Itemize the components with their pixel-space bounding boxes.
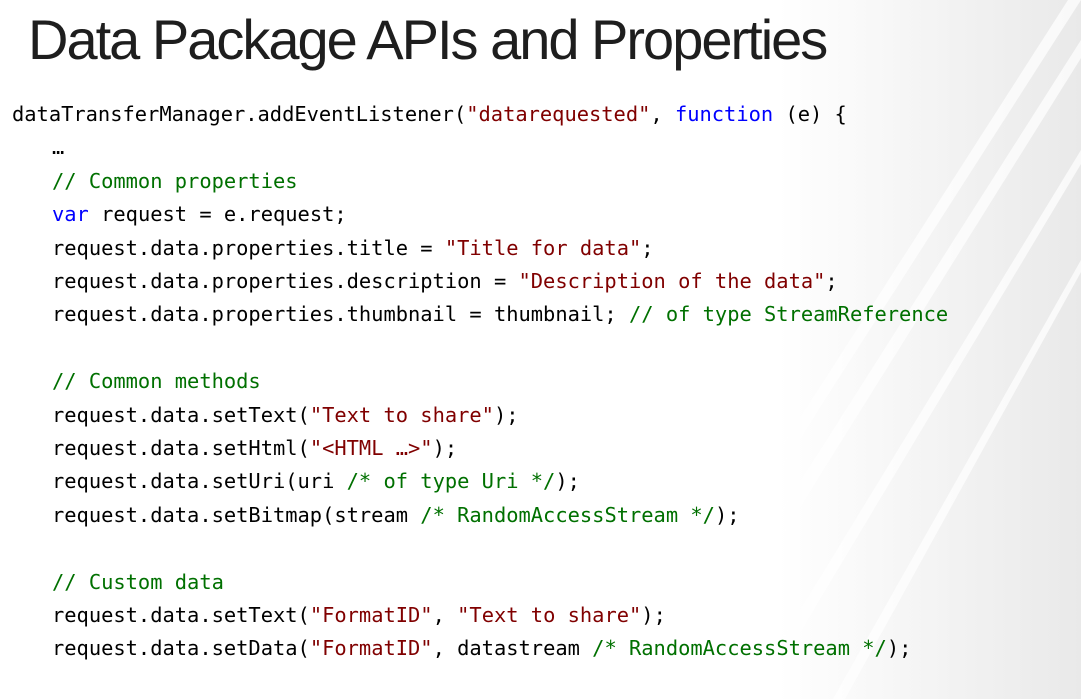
code-token-plain: , <box>650 102 675 126</box>
code-token-plain: request.data.setBitmap(stream <box>52 502 421 527</box>
code-token-str: "<HTML …>" <box>309 436 433 460</box>
code-token-cmt: /* RandomAccessStream */ <box>592 636 887 661</box>
code-token-plain: request.data.setData( <box>52 636 310 661</box>
code-line: request.data.properties.description = "D… <box>12 265 838 298</box>
code-token-kw: function <box>674 102 774 126</box>
code-token-cmt: // Common methods <box>52 369 261 394</box>
code-line: … <box>12 131 64 164</box>
code-token-plain: ); <box>641 603 666 627</box>
code-token-plain: ); <box>555 469 580 494</box>
code-token-plain: request.data.setText( <box>52 603 310 627</box>
code-line: request.data.properties.title = "Title f… <box>12 232 654 265</box>
code-token-str: "Title for data" <box>444 235 642 260</box>
code-line: request.data.setText("Text to share"); <box>12 399 519 432</box>
code-token-cmt: /* of type Uri */ <box>346 469 556 494</box>
code-token-plain: ); <box>714 502 740 527</box>
code-line: // Custom data <box>12 566 224 599</box>
code-token-plain: request.data.properties.thumbnail = thum… <box>52 302 629 327</box>
code-line: request.data.setData("FormatID", datastr… <box>12 632 911 665</box>
code-line <box>12 332 52 365</box>
code-line: request.data.setUri(uri /* of type Uri *… <box>12 465 580 498</box>
code-line: // Common methods <box>12 365 261 398</box>
code-token-plain: ); <box>432 436 458 460</box>
code-token-plain: request.data.properties.title = <box>52 235 445 260</box>
code-token-plain: , datastream <box>432 636 593 661</box>
code-line: // Common properties <box>12 165 298 198</box>
decorative-stripes <box>620 0 1081 699</box>
code-token-plain: request.data.setText( <box>52 402 310 427</box>
code-token-str: "Description of the data" <box>518 269 826 293</box>
code-line <box>12 532 52 565</box>
code-token-plain: request.data.setUri(uri <box>52 469 347 494</box>
code-token-cmt: // Custom data <box>52 569 224 594</box>
code-token-plain: (e) { <box>773 102 847 126</box>
code-token-plain: request.data.properties.description = <box>52 269 519 293</box>
code-token-cmt: // Common properties <box>52 168 298 193</box>
code-token-plain: , <box>432 603 458 627</box>
code-line: request.data.setBitmap(stream /* RandomA… <box>12 499 740 532</box>
code-token-str: "Text to share" <box>309 402 494 427</box>
code-token-plain: ); <box>886 636 912 661</box>
code-token-plain: … <box>52 135 65 160</box>
code-token-plain: ); <box>493 402 519 427</box>
code-line: var request = e.request; <box>12 198 347 231</box>
code-token-str: "Text to share" <box>457 603 642 627</box>
code-line: request.data.setHtml("<HTML …>"); <box>12 432 457 465</box>
code-line: dataTransferManager.addEventListener("da… <box>12 98 847 131</box>
code-line: request.data.properties.thumbnail = thum… <box>12 298 948 331</box>
code-token-cmt: /* RandomAccessStream */ <box>420 502 715 527</box>
code-token-str: "datarequested" <box>466 102 651 126</box>
slide-title: Data Package APIs and Properties <box>28 8 828 71</box>
code-token-str: "FormatID" <box>309 603 433 627</box>
code-token-plain: ; <box>641 235 654 260</box>
code-token-plain: request.data.setHtml( <box>52 436 310 460</box>
code-token-plain: ; <box>825 269 838 293</box>
code-token-kw: var <box>52 202 89 227</box>
code-token-str: "FormatID" <box>309 636 433 661</box>
code-token-cmt: // of type StreamReference <box>628 302 949 327</box>
code-token-plain: request = e.request; <box>88 202 347 227</box>
code-token-plain: dataTransferManager.addEventListener( <box>12 102 467 126</box>
code-line: request.data.setText("FormatID", "Text t… <box>12 599 666 632</box>
